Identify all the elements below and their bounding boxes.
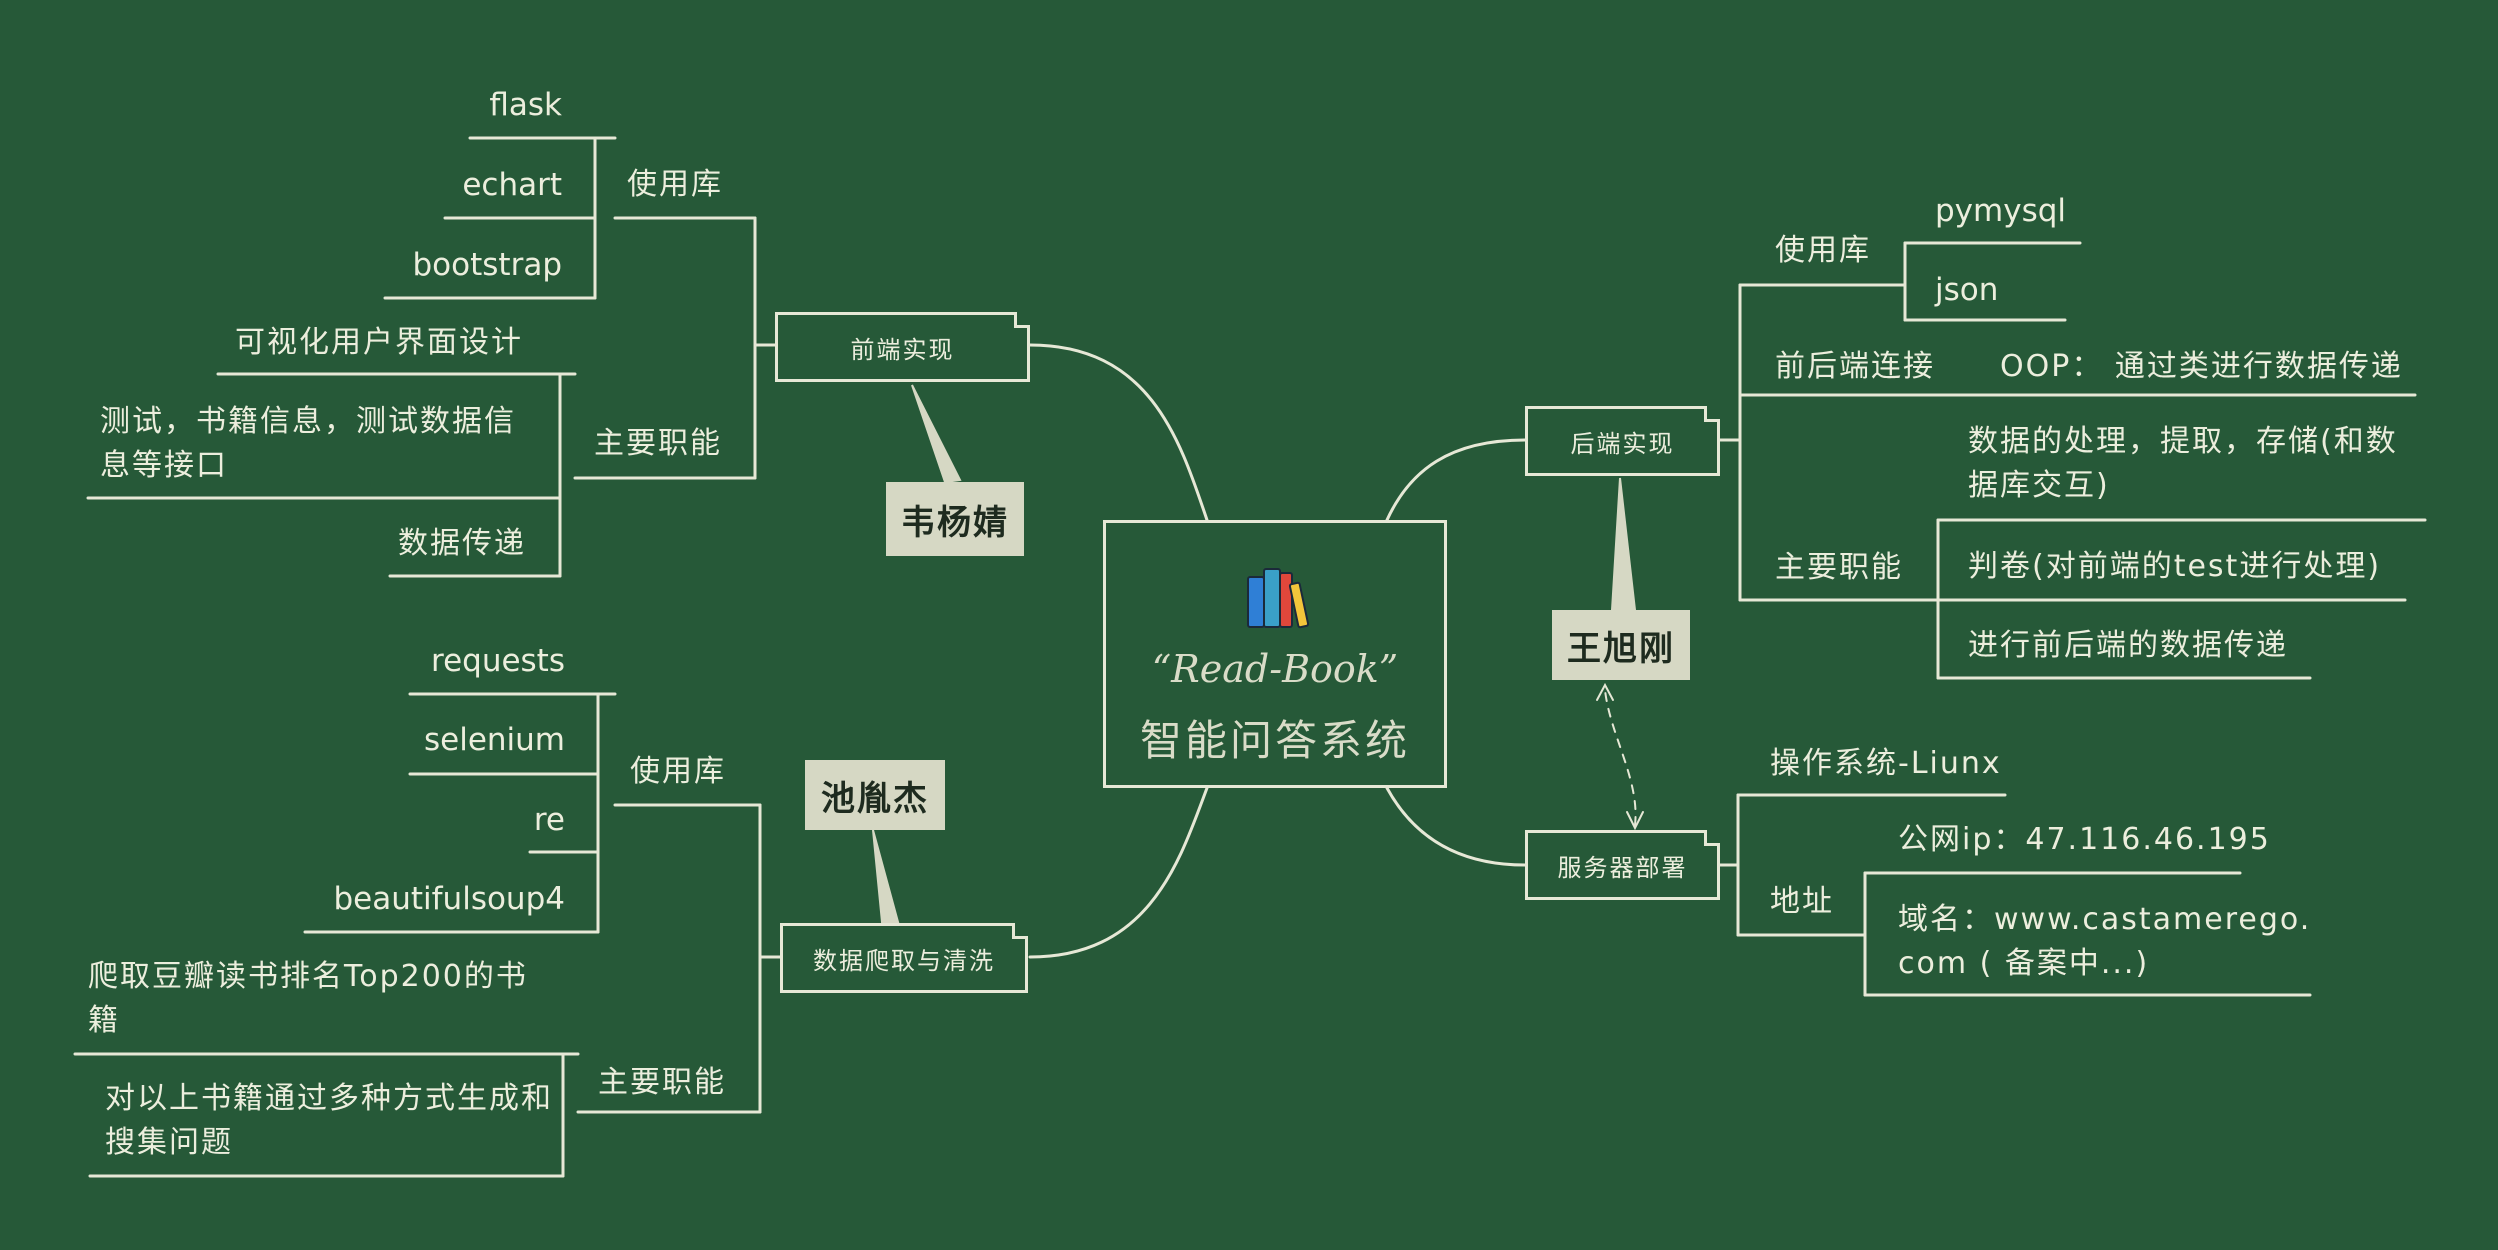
fold-corner xyxy=(1012,923,1028,939)
backend-libs-label[interactable]: 使用库 xyxy=(1775,233,1871,268)
backend-lib-item[interactable]: json xyxy=(1935,272,1999,308)
crawler-libs-label[interactable]: 使用库 xyxy=(630,754,726,789)
branch-frontend-label: 前端实现 xyxy=(850,335,955,364)
owner-tag-frontend: 韦杨婧 xyxy=(886,482,1024,556)
frontend-lib-item[interactable]: bootstrap xyxy=(412,247,563,283)
server-domain[interactable]: 域名：www.castamerego.com ( 备案中...) xyxy=(1898,902,2312,981)
center-title-cn: 智能问答系统 xyxy=(1139,716,1410,765)
branch-crawler[interactable]: 数据爬取与清洗 xyxy=(780,923,1028,993)
server-ip[interactable]: 公网ip：47.116.46.195 xyxy=(1898,822,2271,857)
backend-connect-label[interactable]: 前后端连接 xyxy=(1775,349,1935,384)
owner-tag-crawler: 池胤杰 xyxy=(805,760,945,830)
fold-corner xyxy=(1014,312,1030,328)
frontend-lib-item[interactable]: flask xyxy=(489,87,562,123)
branch-frontend[interactable]: 前端实现 xyxy=(775,312,1030,382)
frontend-lib-item[interactable]: echart xyxy=(462,167,562,203)
backend-duty-item[interactable]: 进行前后端的数据传递 xyxy=(1968,628,2288,663)
backend-lib-item[interactable]: pymysql xyxy=(1935,193,2067,229)
connector-center-crawler xyxy=(1028,786,1209,959)
frontend-duty-item[interactable]: 数据传递 xyxy=(398,526,526,561)
backend-duty-item[interactable]: 判卷(对前端的test进行处理) xyxy=(1968,549,2382,584)
center-topic[interactable]: “Read-Book” 智能问答系统 xyxy=(1103,520,1447,788)
backend-duty-item[interactable]: 数据的处理，提取，存储(和数据库交互) xyxy=(1968,424,2398,503)
crawler-lib-item[interactable]: re xyxy=(533,802,565,838)
branch-server[interactable]: 服务器部署 xyxy=(1525,830,1720,900)
center-title-en: “Read-Book” xyxy=(1151,647,1399,691)
crawler-lib-item[interactable]: requests xyxy=(431,643,565,679)
crawler-duties-label[interactable]: 主要职能 xyxy=(598,1065,726,1100)
crawler-duty-item[interactable]: 爬取豆瓣读书排名Top200的书籍 xyxy=(88,959,528,1038)
backend-connect-value[interactable]: OOP： 通过类进行数据传递 xyxy=(2000,349,2403,384)
fold-corner xyxy=(1704,830,1720,846)
crawler-lib-item[interactable]: selenium xyxy=(423,722,565,758)
frontend-libs-label[interactable]: 使用库 xyxy=(627,167,723,202)
crawler-duty-item[interactable]: 对以上书籍通过多种方式生成和搜集问题 xyxy=(105,1081,553,1160)
frontend-duty-item[interactable]: 可视化用户界面设计 xyxy=(235,325,523,360)
branch-crawler-label: 数据爬取与清洗 xyxy=(813,946,995,975)
fold-corner xyxy=(1704,406,1720,422)
crawler-lib-item[interactable]: beautifulsoup4 xyxy=(333,881,565,917)
server-os[interactable]: 操作系统-Liunx xyxy=(1770,746,2002,781)
frontend-duty-item[interactable]: 测试，书籍信息，测试数据信息等接口 xyxy=(100,404,516,483)
connector-center-backend xyxy=(1385,438,1527,522)
connector-center-frontend xyxy=(1028,343,1209,522)
connector-center-server xyxy=(1385,786,1527,867)
books-icon xyxy=(1247,568,1310,629)
backend-duties-label[interactable]: 主要职能 xyxy=(1775,550,1903,585)
branch-backend-label: 后端实现 xyxy=(1570,429,1675,458)
branch-backend[interactable]: 后端实现 xyxy=(1525,406,1720,476)
branch-server-label: 服务器部署 xyxy=(1557,853,1688,882)
server-address-label[interactable]: 地址 xyxy=(1770,884,1834,919)
frontend-duties-label[interactable]: 主要职能 xyxy=(594,426,722,461)
owner-tag-backend: 王旭刚 xyxy=(1552,610,1690,680)
